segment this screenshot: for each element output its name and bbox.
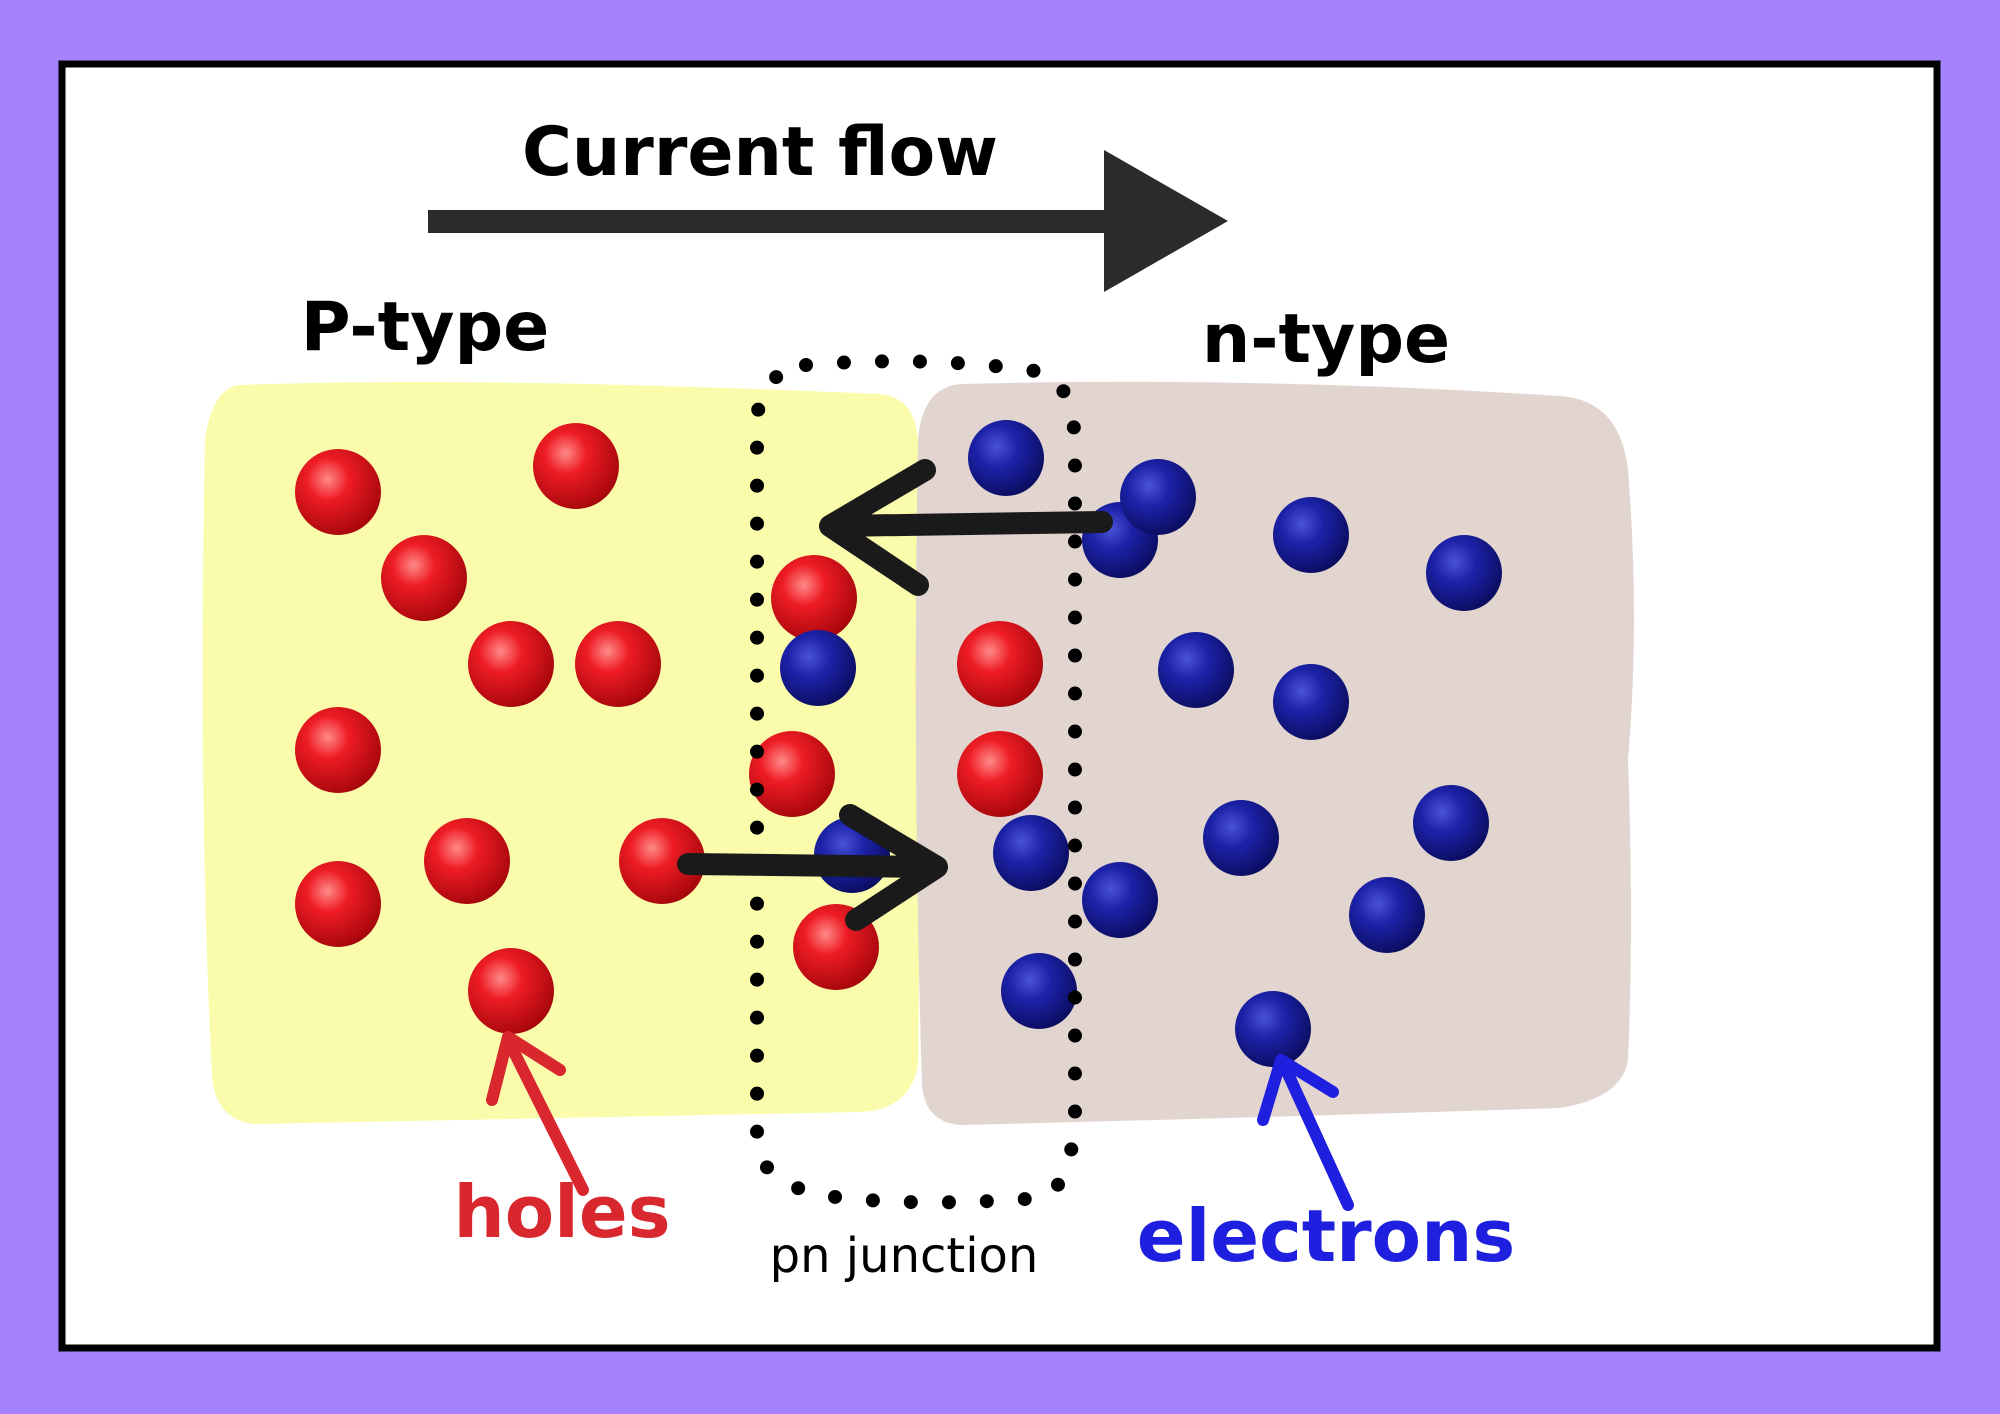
p-type-label: P-type [301,288,550,367]
electron-motion-arrow [819,459,1113,596]
hole [749,731,835,817]
electron [1082,862,1158,938]
hole [957,621,1043,707]
hole [533,423,619,509]
electron [1413,785,1489,861]
electron [1001,953,1077,1029]
pn-junction-boundary [750,354,1082,1210]
electron [1273,497,1349,573]
hole [619,818,705,904]
hole [295,707,381,793]
holes-label: holes [453,1170,670,1254]
electron [1273,664,1349,740]
electron [1349,877,1425,953]
hole-motion-arrow [677,804,948,931]
hole [381,535,467,621]
electron [968,420,1044,496]
hole [957,731,1043,817]
electron [780,630,856,706]
electrons-label: electrons [1137,1194,1516,1278]
electron [1426,535,1502,611]
hole [468,948,554,1034]
hole [575,621,661,707]
hole [424,818,510,904]
particles [295,420,1502,1067]
n-type-label: n-type [1202,300,1450,379]
hole [295,861,381,947]
hole [295,449,381,535]
electron [1235,991,1311,1067]
pn-junction-label: pn junction [770,1228,1039,1284]
electron [1203,800,1279,876]
current-flow-arrow [428,150,1228,292]
hole [771,555,857,641]
current-flow-title: Current flow [522,113,998,192]
electron [1158,632,1234,708]
electrons-pointer-arrow [1257,1054,1354,1211]
electron [1120,459,1196,535]
electron [993,815,1069,891]
p-type-region [202,382,920,1124]
hole [468,621,554,707]
holes-pointer-arrow [486,1031,589,1196]
